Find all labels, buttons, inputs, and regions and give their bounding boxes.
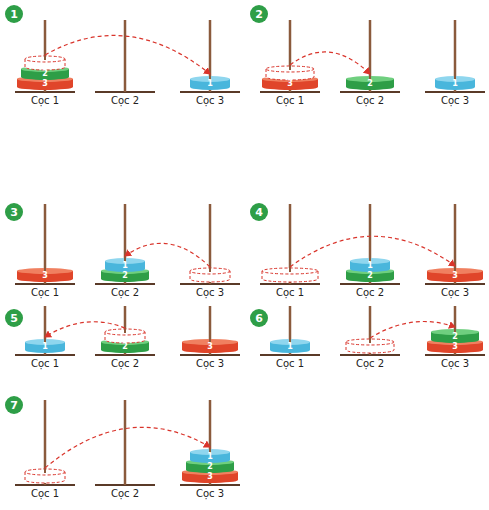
peg-name: Cọc 2 bbox=[356, 288, 384, 298]
peg-name: Cọc 1 bbox=[276, 288, 304, 298]
disk-number: 2 bbox=[367, 80, 373, 88]
callout-number: 7 bbox=[10, 400, 18, 411]
disk-number: 1 bbox=[367, 262, 373, 270]
peg-name: Cọc 2 bbox=[111, 288, 139, 298]
callout-number: 5 bbox=[10, 313, 18, 324]
peg-rod bbox=[124, 400, 127, 485]
peg-name: Cọc 3 bbox=[196, 489, 224, 499]
peg-name: Cọc 1 bbox=[31, 359, 59, 369]
disk-number: 2 bbox=[207, 463, 213, 471]
step-badge bbox=[250, 203, 268, 221]
disk-number: 3 bbox=[42, 80, 48, 88]
disk-number: 3 bbox=[207, 343, 213, 351]
peg-rod bbox=[44, 400, 47, 485]
move-arrow bbox=[45, 322, 125, 337]
step-badge bbox=[250, 5, 268, 23]
disk-number: 2 bbox=[452, 333, 458, 341]
disk-number: 2 bbox=[367, 272, 373, 280]
peg-rod bbox=[209, 204, 212, 284]
step-badge bbox=[5, 309, 23, 327]
move-arrow bbox=[125, 243, 210, 267]
peg-name: Cọc 1 bbox=[276, 359, 304, 369]
callout-number: 6 bbox=[255, 313, 263, 324]
peg-name: Cọc 1 bbox=[31, 489, 59, 499]
callout-number: 2 bbox=[255, 9, 263, 20]
move-arrow bbox=[45, 427, 210, 468]
ghost-disk-top bbox=[190, 268, 230, 274]
ghost-disk-top bbox=[105, 329, 145, 335]
peg-name: Cọc 3 bbox=[441, 359, 469, 369]
disk-number: 3 bbox=[42, 272, 48, 280]
ghost-disk-top bbox=[25, 469, 65, 475]
step-badge bbox=[5, 5, 23, 23]
ghost-disk-top bbox=[346, 339, 394, 345]
ghost-disk-top bbox=[262, 268, 318, 274]
disk-number: 1 bbox=[42, 343, 48, 351]
disk-number: 2 bbox=[122, 272, 128, 280]
peg-rod bbox=[289, 66, 291, 70]
move-arrow bbox=[290, 52, 370, 74]
peg-name: Cọc 2 bbox=[111, 489, 139, 499]
peg-name: Cọc 2 bbox=[111, 359, 139, 369]
peg-name: Cọc 1 bbox=[31, 288, 59, 298]
disk-number: 1 bbox=[207, 453, 213, 461]
peg-name: Cọc 2 bbox=[356, 96, 384, 106]
peg-rod bbox=[289, 204, 292, 284]
peg-rod bbox=[44, 469, 46, 473]
peg-rod bbox=[44, 56, 46, 60]
peg-name: Cọc 2 bbox=[111, 96, 139, 106]
peg-rod bbox=[369, 339, 371, 343]
callout-number: 4 bbox=[255, 207, 263, 218]
callout-number: 1 bbox=[10, 9, 18, 20]
ghost-disk-top bbox=[266, 66, 314, 72]
peg-rod bbox=[124, 329, 126, 333]
peg-name: Cọc 2 bbox=[356, 359, 384, 369]
peg-name: Cọc 1 bbox=[276, 96, 304, 106]
callout-number: 3 bbox=[10, 207, 18, 218]
step-badge bbox=[5, 203, 23, 221]
peg-name: Cọc 1 bbox=[31, 96, 59, 106]
peg-name: Cọc 3 bbox=[441, 96, 469, 106]
disk-number: 1 bbox=[207, 80, 213, 88]
disk-number: 1 bbox=[122, 262, 128, 270]
disk-number: 3 bbox=[287, 80, 293, 88]
peg-name: Cọc 3 bbox=[441, 288, 469, 298]
disk-number: 3 bbox=[452, 343, 458, 351]
peg-rod bbox=[289, 268, 291, 272]
ghost-disk-top bbox=[25, 56, 65, 62]
disk-number: 1 bbox=[287, 343, 293, 351]
disk-number: 1 bbox=[452, 80, 458, 88]
peg-rod bbox=[209, 268, 211, 272]
move-arrow bbox=[45, 35, 210, 74]
disk-number: 3 bbox=[207, 473, 213, 481]
step-badge bbox=[5, 396, 23, 414]
peg-name: Cọc 3 bbox=[196, 96, 224, 106]
step-badge bbox=[250, 309, 268, 327]
peg-name: Cọc 3 bbox=[196, 359, 224, 369]
peg-name: Cọc 3 bbox=[196, 288, 224, 298]
move-arrow bbox=[370, 322, 455, 338]
disk-number: 2 bbox=[122, 343, 128, 351]
disk-number: 3 bbox=[452, 272, 458, 280]
peg-rod bbox=[124, 20, 127, 92]
disk-number: 2 bbox=[42, 70, 48, 78]
